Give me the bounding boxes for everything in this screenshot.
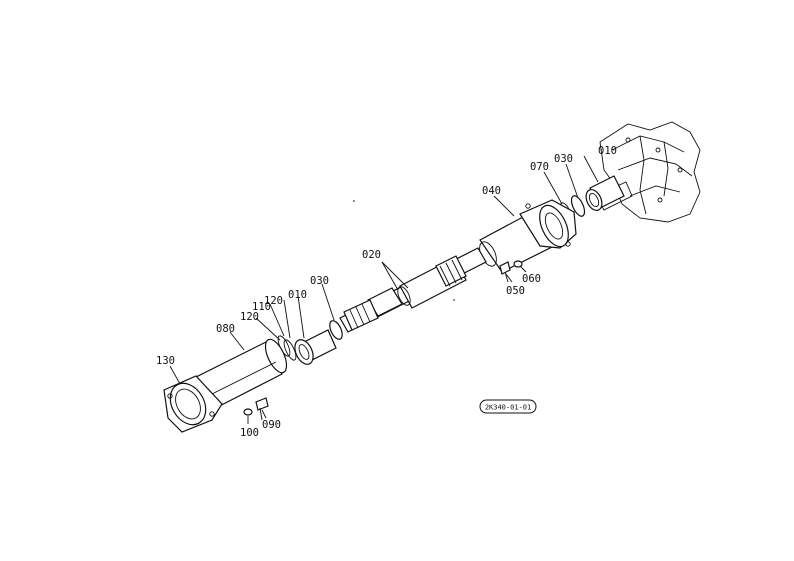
bearing-010-upper	[585, 175, 625, 211]
flange-130	[163, 375, 223, 433]
callout-050: 050	[506, 285, 525, 297]
seal-030-upper	[570, 195, 586, 217]
bolt-050	[499, 261, 511, 283]
callout-030-middle: 030	[310, 275, 329, 287]
bearing-010-middle	[294, 329, 337, 365]
washer-100	[243, 408, 253, 416]
callout-020: 020	[362, 249, 381, 261]
callout-090: 090	[262, 419, 281, 431]
callout-070: 070	[530, 161, 549, 173]
callout-010-middle: 010	[288, 289, 307, 301]
drawing-code-badge: 2K340-01-01	[479, 399, 537, 414]
callout-010-upper: 010	[598, 145, 617, 157]
transmission-housing	[595, 121, 701, 223]
callout-120-upper: 120	[264, 295, 283, 307]
callout-030-upper: 030	[554, 153, 573, 165]
callout-100: 100	[240, 427, 259, 439]
callout-labels: 010 030 070 040 060 050 020 030 010 120 …	[156, 145, 617, 439]
callout-040: 040	[482, 185, 501, 197]
bolt-090	[255, 397, 269, 421]
leader-lines	[169, 155, 599, 424]
callout-130: 130	[156, 355, 175, 367]
drawing-code-text: 2K340-01-01	[485, 404, 531, 412]
washer-060	[513, 260, 523, 268]
callout-080: 080	[216, 323, 235, 335]
shaft-020	[339, 247, 487, 333]
callout-110: 110	[252, 301, 271, 313]
circlip-030-middle	[329, 320, 343, 340]
callout-120-lower: 120	[240, 311, 259, 323]
callout-060: 060	[522, 273, 541, 285]
case-040	[479, 199, 577, 273]
